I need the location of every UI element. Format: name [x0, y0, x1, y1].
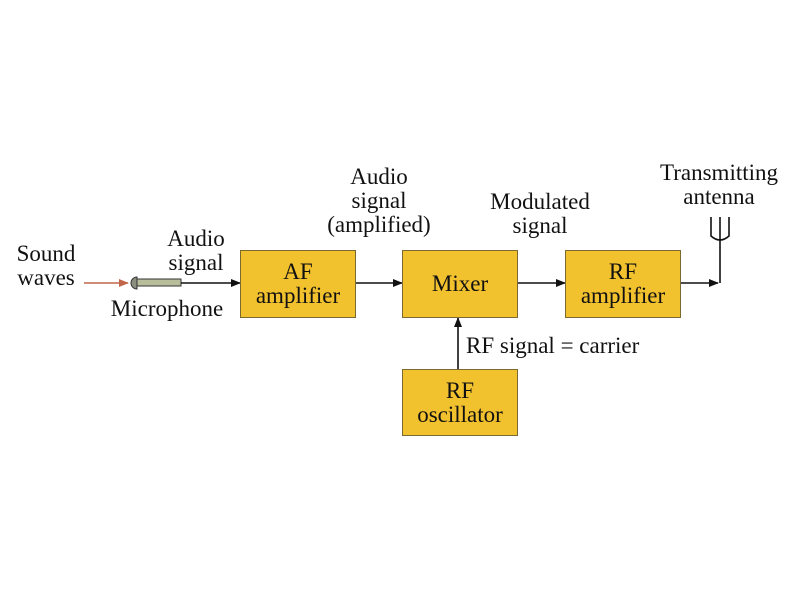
- rf-oscillator-line1: RF: [445, 377, 475, 403]
- mixer-block: Mixer: [402, 250, 518, 318]
- microphone-label: Microphone: [110, 296, 224, 321]
- rf-amplifier-block: RF amplifier: [565, 250, 681, 318]
- mixer-line1: Mixer: [431, 271, 489, 296]
- audio-signal-label: Audio signal: [167, 226, 225, 275]
- modulated-signal-label: Modulated signal: [490, 189, 590, 238]
- carrier-signal-label: RF signal = carrier: [466, 333, 640, 358]
- rf-amplifier-line1: RF: [608, 259, 638, 284]
- rf-oscillator-block: RF oscillator: [402, 369, 518, 436]
- af-amplifier-block: AF amplifier: [240, 250, 356, 318]
- rf-amplifier-line2: amplifier: [580, 283, 666, 308]
- amplified-signal-label: Audio signal (amplified): [327, 164, 431, 237]
- af-amplifier-line1: AF: [283, 259, 313, 284]
- rf-oscillator-line2: oscillator: [417, 401, 503, 427]
- af-amplifier-line2: amplifier: [255, 283, 341, 308]
- sound-waves-label: Sound waves: [16, 241, 76, 290]
- antenna-label: Transmitting antenna: [659, 160, 779, 209]
- antenna-icon: [710, 217, 730, 283]
- microphone-icon: [130, 276, 182, 290]
